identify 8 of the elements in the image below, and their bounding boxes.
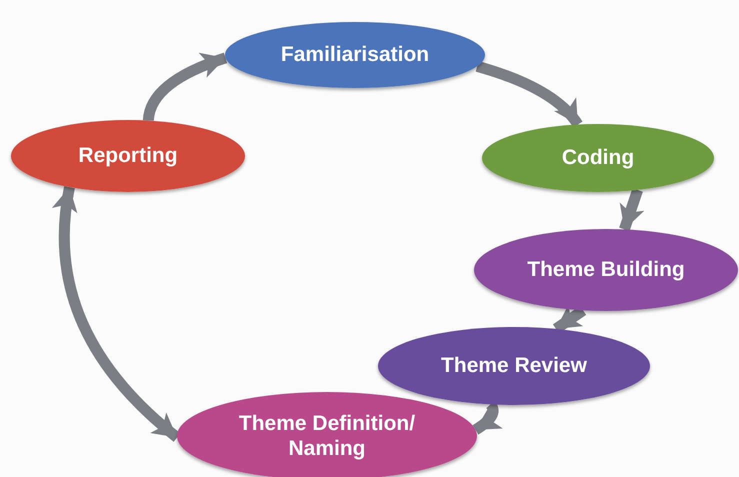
node-label: Reporting <box>78 143 178 169</box>
node-label: Coding <box>562 145 634 171</box>
node-label: Familiarisation <box>280 42 430 68</box>
arrow <box>619 188 644 232</box>
node-label: Theme Definition/ Naming <box>238 410 416 462</box>
node-label: Theme Review <box>441 353 587 379</box>
arrow <box>142 52 228 122</box>
node-label: Theme Building <box>527 257 685 283</box>
